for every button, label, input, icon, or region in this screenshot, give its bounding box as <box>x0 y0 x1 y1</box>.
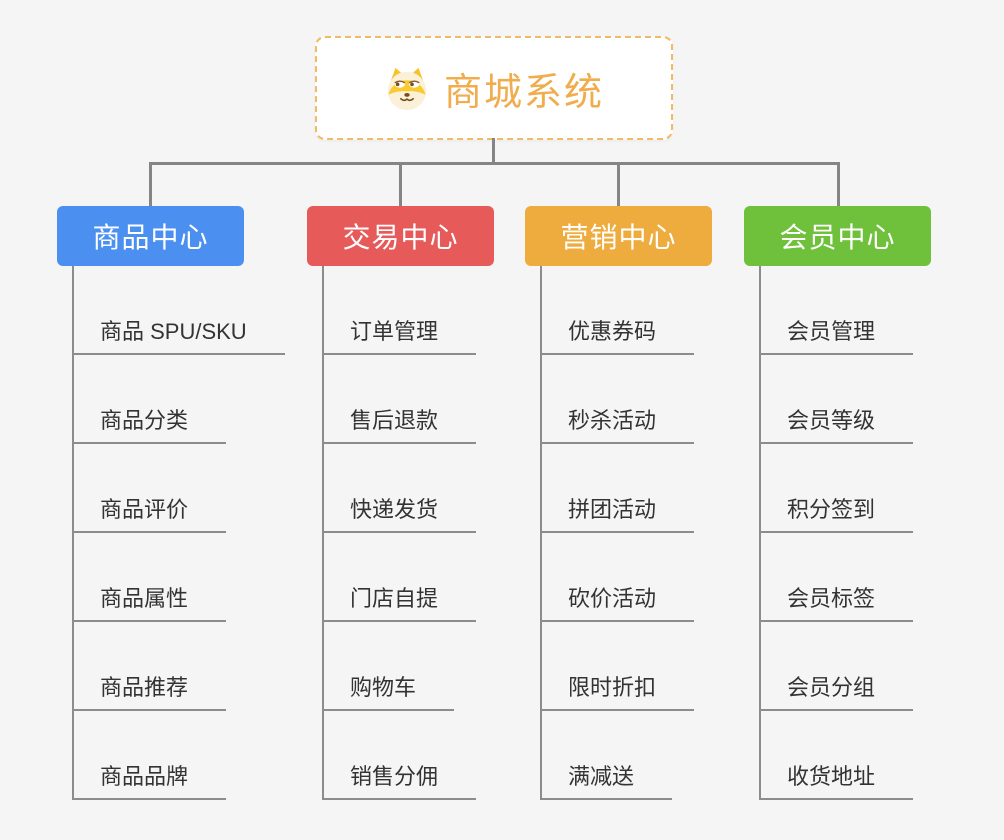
mindmap-item[interactable]: 收货地址 <box>761 764 914 800</box>
mindmap-item[interactable]: 砍价活动 <box>542 586 695 622</box>
connector-drop-1 <box>149 162 152 207</box>
branch-items: 商品 SPU/SKU 商品分类 商品评价 商品属性 商品推荐 商品品牌 <box>72 266 285 800</box>
mindmap-item[interactable]: 销售分佣 <box>324 764 477 800</box>
mindmap-item[interactable]: 会员分组 <box>761 675 914 711</box>
mindmap-item[interactable]: 订单管理 <box>324 319 477 355</box>
root-node-mall-system[interactable]: 商城系统 <box>315 36 673 140</box>
branch-items: 会员管理 会员等级 积分签到 会员标签 会员分组 收货地址 <box>759 266 931 800</box>
mindmap-item[interactable]: 商品品牌 <box>74 764 227 800</box>
mindmap-item[interactable]: 会员管理 <box>761 319 914 355</box>
mindmap-item[interactable]: 优惠券码 <box>542 319 695 355</box>
branch-2: 营销中心 优惠券码 秒杀活动 拼团活动 砍价活动 限时折扣 满减送 <box>525 206 712 800</box>
mindmap-item[interactable]: 快递发货 <box>324 497 477 533</box>
branch-box-3[interactable]: 会员中心 <box>744 206 931 266</box>
root-title: 商城系统 <box>443 71 604 114</box>
doge-icon <box>384 65 430 111</box>
mindmap-item[interactable]: 商品评价 <box>74 497 227 533</box>
mindmap-item[interactable]: 满减送 <box>542 764 673 800</box>
mindmap-item[interactable]: 售后退款 <box>324 408 477 444</box>
mindmap-item[interactable]: 门店自提 <box>324 586 477 622</box>
branch-label: 营销中心 <box>560 222 677 253</box>
branch-items: 优惠券码 秒杀活动 拼团活动 砍价活动 限时折扣 满减送 <box>540 266 712 800</box>
mindmap-item[interactable]: 会员等级 <box>761 408 914 444</box>
branch-3: 会员中心 会员管理 会员等级 积分签到 会员标签 会员分组 收货地址 <box>744 206 931 800</box>
mindmap-item[interactable]: 购物车 <box>324 675 455 711</box>
connector-bus <box>149 162 840 165</box>
branch-label: 商品中心 <box>92 222 209 253</box>
mindmap-item[interactable]: 积分签到 <box>761 497 914 533</box>
branch-label: 会员中心 <box>779 222 896 253</box>
connector-drop-4 <box>837 162 840 207</box>
mindmap-item[interactable]: 商品 SPU/SKU <box>74 319 285 355</box>
mindmap-item[interactable]: 商品分类 <box>74 408 227 444</box>
branch-0: 商品中心 商品 SPU/SKU 商品分类 商品评价 商品属性 商品推荐 商品品牌 <box>57 206 285 800</box>
branch-items: 订单管理 售后退款 快递发货 门店自提 购物车 销售分佣 <box>322 266 494 800</box>
mindmap-item[interactable]: 限时折扣 <box>542 675 695 711</box>
mindmap-item[interactable]: 商品属性 <box>74 586 227 622</box>
branch-label: 交易中心 <box>342 222 459 253</box>
branch-box-1[interactable]: 交易中心 <box>307 206 494 266</box>
mindmap-item[interactable]: 会员标签 <box>761 586 914 622</box>
connector-drop-2 <box>399 162 402 207</box>
mindmap-item[interactable]: 秒杀活动 <box>542 408 695 444</box>
branch-box-0[interactable]: 商品中心 <box>57 206 244 266</box>
branch-1: 交易中心 订单管理 售后退款 快递发货 门店自提 购物车 销售分佣 <box>307 206 494 800</box>
mindmap-item[interactable]: 商品推荐 <box>74 675 227 711</box>
branch-box-2[interactable]: 营销中心 <box>525 206 712 266</box>
connector-drop-3 <box>617 162 620 207</box>
connector-root-drop <box>492 138 495 164</box>
mindmap-item[interactable]: 拼团活动 <box>542 497 695 533</box>
